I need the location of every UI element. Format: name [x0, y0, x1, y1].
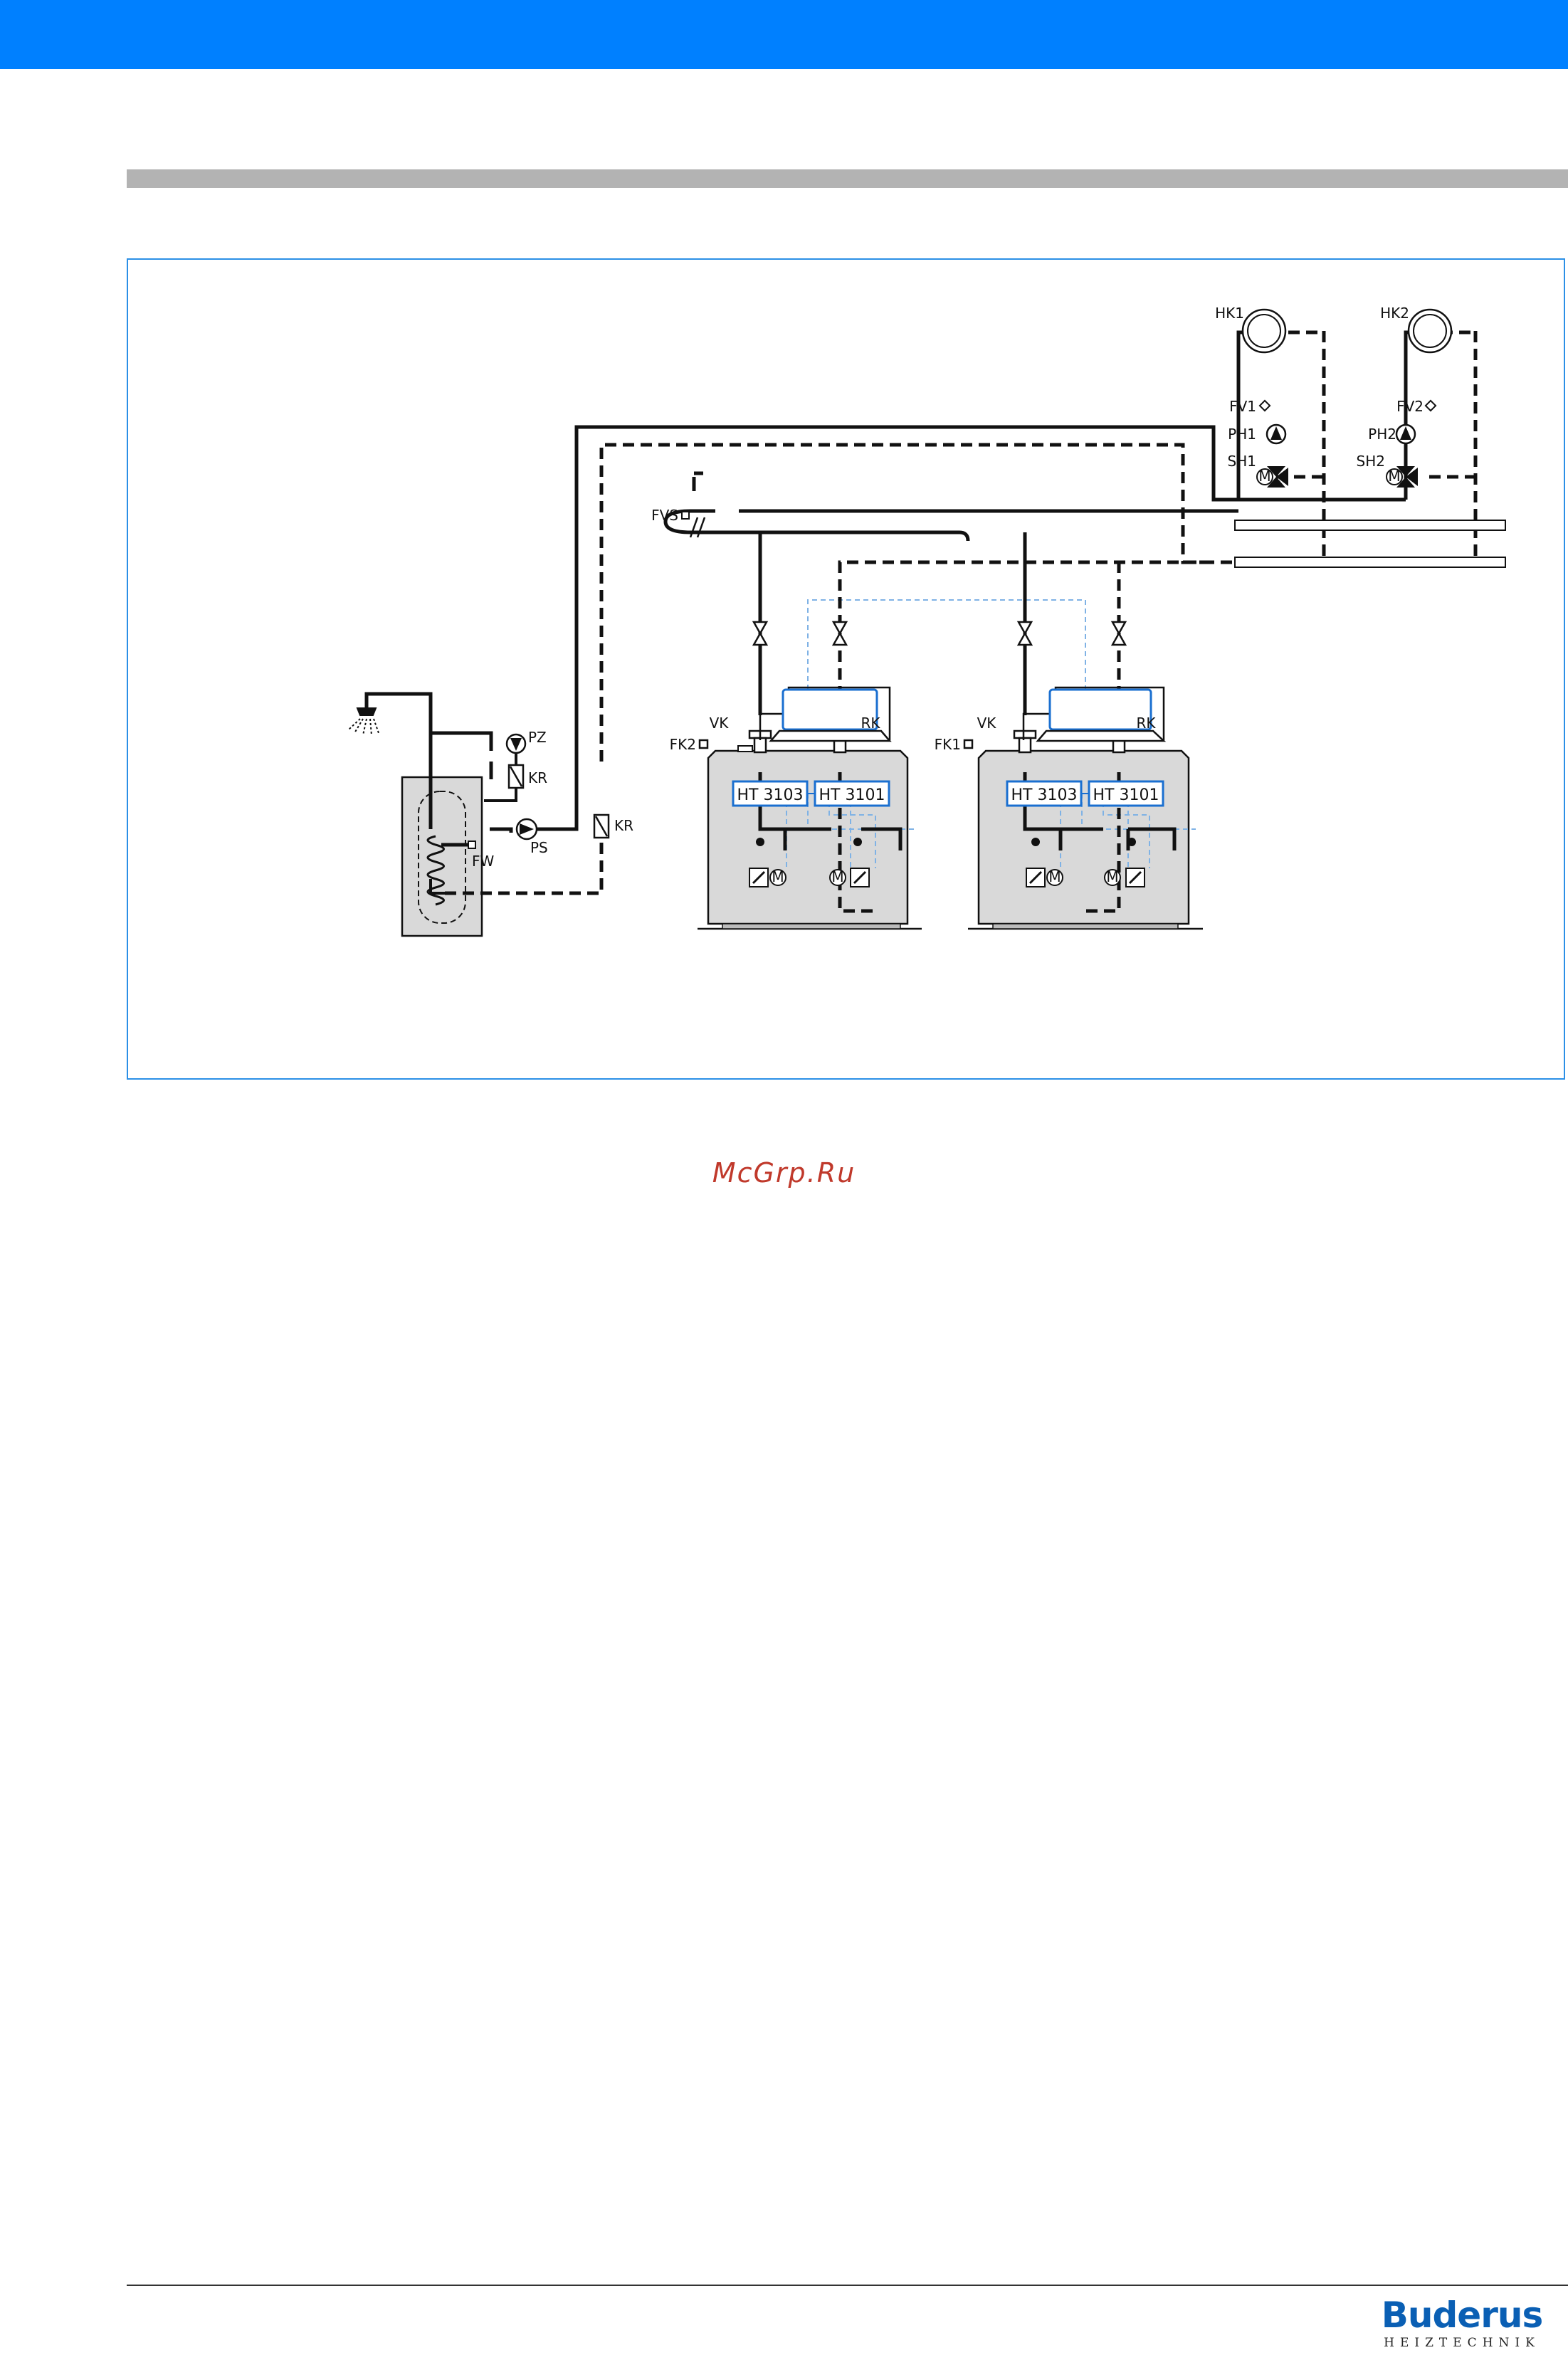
label-vk-1: VK [977, 715, 997, 732]
label-pz: PZ [528, 729, 547, 746]
label-fv2: FV2 [1396, 398, 1424, 415]
label-rk-2: RK [861, 715, 880, 732]
label-kr-top: KR [528, 769, 547, 786]
label-vk-2: VK [710, 715, 730, 732]
label-hk1: HK1 [1215, 305, 1244, 322]
storage-pump-icon [517, 819, 537, 839]
label-ph1: PH1 [1228, 426, 1256, 443]
label-fw: FW [472, 853, 495, 870]
hydraulic-diagram-frame: M M HT 3103 [127, 258, 1565, 1080]
boiler-1-module-right-label: HT 3101 [1093, 786, 1159, 804]
footer-divider [127, 2285, 1568, 2286]
motor-symbol: M [772, 868, 784, 885]
hydraulic-schematic: M M HT 3103 [128, 260, 1564, 1078]
brand-subtitle: HEIZTECHNIK [1359, 2334, 1565, 2351]
motor-symbol: M [1048, 868, 1061, 885]
circulation-pump-icon [507, 734, 525, 753]
check-valve-top-icon [509, 765, 523, 788]
watermark-text: McGrp.Ru [0, 1157, 1568, 1189]
motor-symbol: M [831, 868, 843, 885]
heating-circuit-1-pump-icon [1267, 425, 1285, 443]
label-fk2: FK2 [670, 736, 696, 753]
mixer-motor-symbol: M [1258, 468, 1270, 485]
heating-circuit-1-sensor-icon [1260, 401, 1270, 411]
boiler-2-body [698, 751, 922, 929]
header-bars [1235, 520, 1505, 567]
label-ph2: PH2 [1368, 426, 1396, 443]
label-sh1: SH1 [1228, 453, 1256, 470]
label-fk1: FK1 [935, 736, 961, 753]
label-fvs: FVS [651, 507, 678, 524]
mixer-motor-symbol: M [1388, 468, 1400, 485]
heating-circuit-2-mixer-icon: M [1387, 466, 1418, 488]
heating-circuit-2-radiator-icon [1409, 310, 1451, 352]
isolation-valves [754, 622, 1125, 645]
boiler-2-module-left-label: HT 3103 [737, 786, 804, 804]
heating-circuit-2-pump-icon [1396, 425, 1415, 443]
label-fv1: FV1 [1229, 398, 1256, 415]
brand-logo: Buderus HEIZTECHNIK [1359, 2296, 1565, 2353]
label-kr-right: KR [614, 817, 633, 834]
heating-circuit-2-sensor-icon [1426, 401, 1436, 411]
diagram-labels: HK1 HK2 FV1 FV2 PH1 PH2 SH1 SH2 FVS VK R… [472, 305, 1424, 870]
shower-icon [349, 708, 379, 735]
boiler-2-module-right-label: HT 3101 [819, 786, 885, 804]
fk1-sensor-icon [964, 740, 972, 748]
heating-circuit-1-mixer-icon: M [1257, 466, 1288, 488]
top-header-bar [0, 0, 1568, 69]
check-valve-right-icon [594, 815, 609, 838]
fk2-sensor-icon [700, 740, 707, 748]
label-rk-1: RK [1136, 715, 1156, 732]
section-heading-bar [127, 169, 1568, 188]
heating-circuit-1-radiator-icon [1243, 310, 1285, 352]
boiler-1-body [968, 751, 1203, 929]
dhw-storage-tank [402, 777, 482, 936]
motor-symbol: M [1106, 868, 1118, 885]
label-sh2: SH2 [1357, 453, 1385, 470]
label-hk2: HK2 [1380, 305, 1409, 322]
label-ps: PS [530, 839, 548, 856]
brand-name: Buderus [1359, 2296, 1565, 2334]
boiler-1-module-left-label: HT 3103 [1011, 786, 1078, 804]
